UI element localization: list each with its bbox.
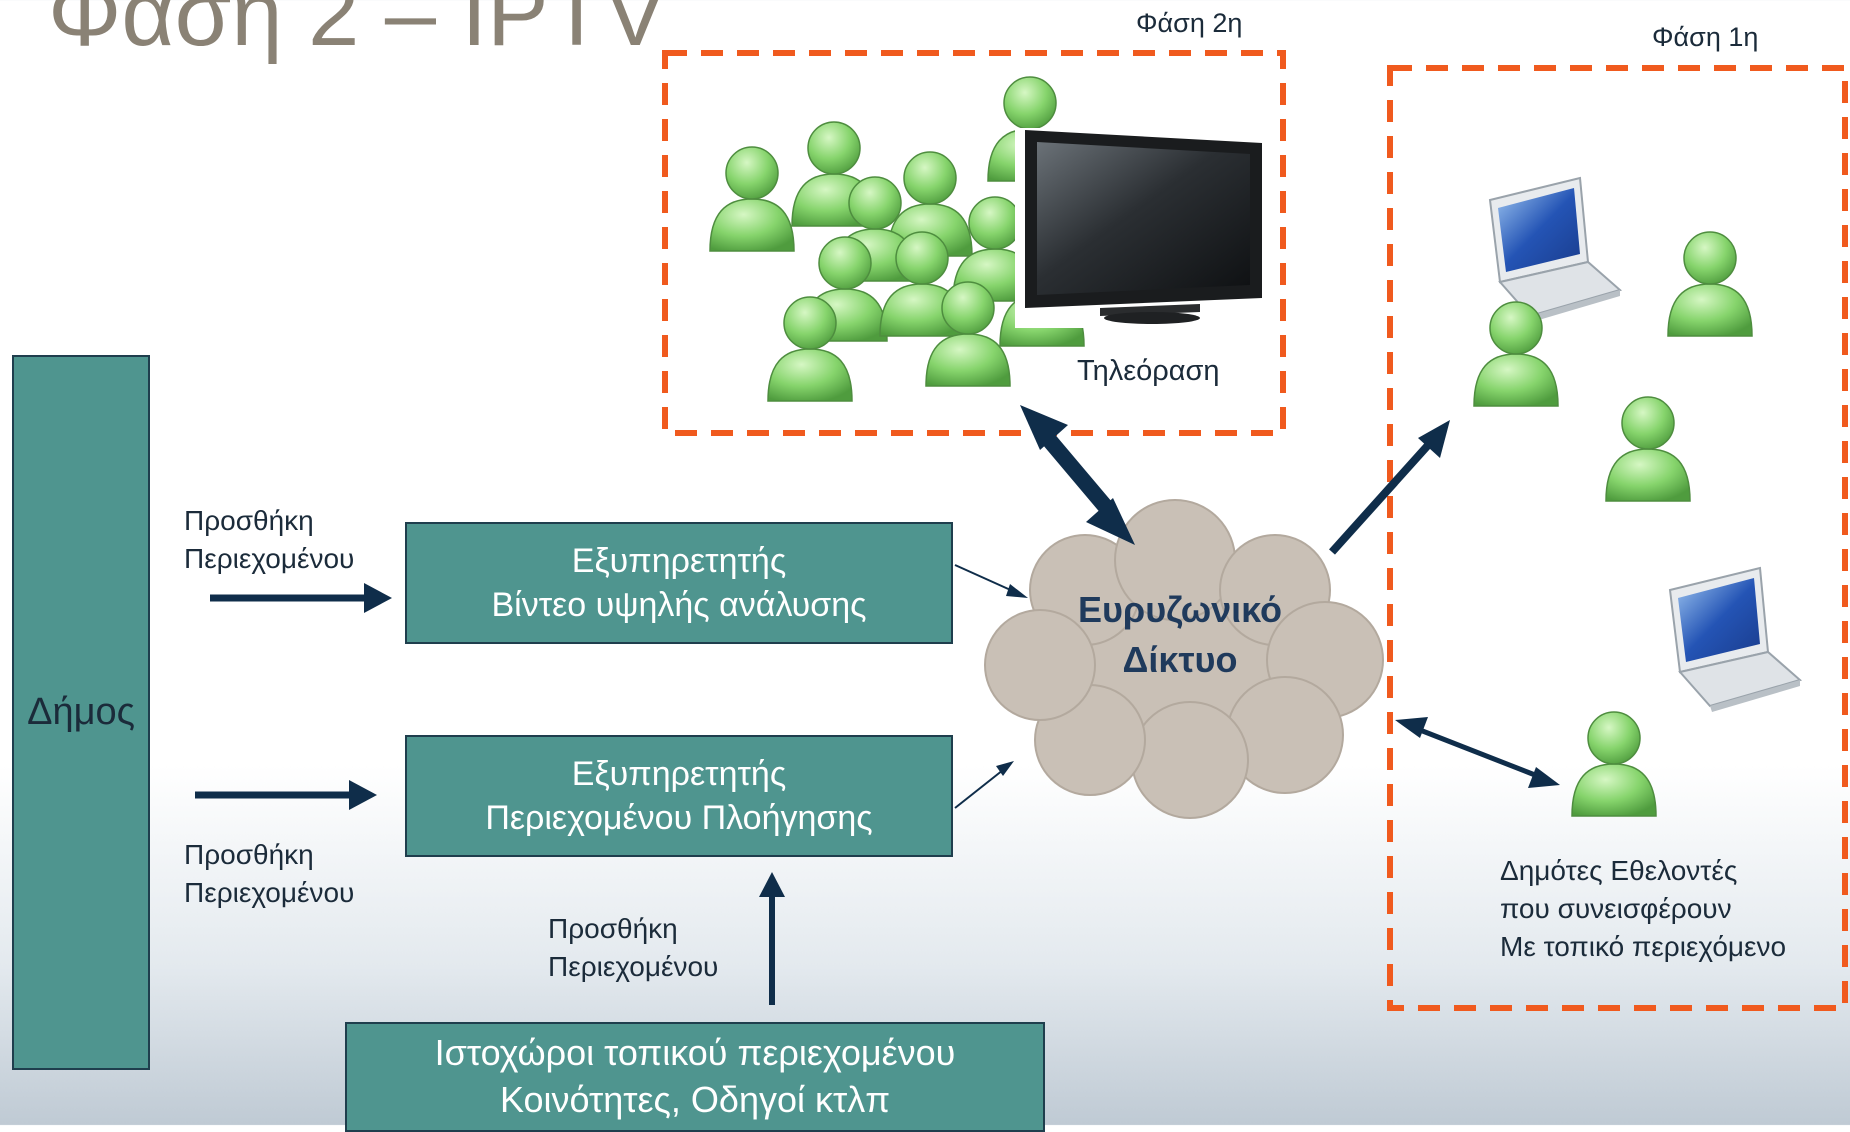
laptop-icon — [1669, 567, 1801, 713]
browsing-server-line2: Περιεχομένου Πλοήγησης — [485, 799, 873, 837]
video-server-line1: Εξυπηρετητής — [571, 541, 787, 580]
person-icon-group-volunteers — [1473, 231, 1753, 817]
person-icon — [1667, 231, 1753, 337]
person-icon — [1605, 396, 1691, 502]
local-sites-line1: Ιστοχώροι τοπικού περιεχομένου — [434, 1032, 956, 1074]
add-content-label-bottom: Προσθήκη Περιεχομένου — [548, 913, 719, 982]
add-content-label-top: Προσθήκη Περιεχομένου — [184, 505, 355, 574]
phase-1-label: Φάση 1η — [1652, 22, 1759, 52]
arrows — [195, 405, 1560, 1005]
phase-2-frame — [662, 50, 1286, 436]
video-server-box: Εξυπηρετητής Βίντεο υψηλής ανάλυσης — [405, 522, 953, 644]
page-title: Φάση 2 – IPTV — [48, 0, 667, 65]
local-sites-line2: Κοινότητες, Οδηγοί κτλπ — [499, 1079, 891, 1120]
phase-1-frame — [1387, 65, 1848, 1011]
video-server-line2: Βίντεο υψηλής ανάλυσης — [491, 586, 867, 624]
citizens-label: Δημότες Εθελοντές που συνεισφέρουν Με το… — [1500, 855, 1787, 962]
local-sites-box: Ιστοχώροι τοπικού περιεχομένου Κοινότητε… — [345, 1022, 1045, 1132]
cloud-shape — [984, 499, 1384, 819]
browsing-server-line1: Εξυπηρετητής — [571, 754, 787, 793]
person-icon — [709, 146, 795, 252]
browsing-server-box: Εξυπηρετητής Περιεχομένου Πλοήγησης — [405, 735, 953, 857]
tv-icon — [1015, 128, 1265, 328]
tv-label: Τηλεόραση — [1077, 355, 1220, 387]
municipality-label: Δήμος — [27, 690, 135, 733]
network-label: Ευρυζωνικό Δίκτυο — [1077, 589, 1283, 681]
add-content-label-left: Προσθήκη Περιεχομένου — [184, 839, 355, 908]
municipality-box: Δήμος — [12, 355, 150, 1070]
laptop-icon — [1489, 177, 1621, 323]
phase-2-label: Φάση 2η — [1136, 8, 1243, 38]
person-icon — [1571, 711, 1657, 817]
